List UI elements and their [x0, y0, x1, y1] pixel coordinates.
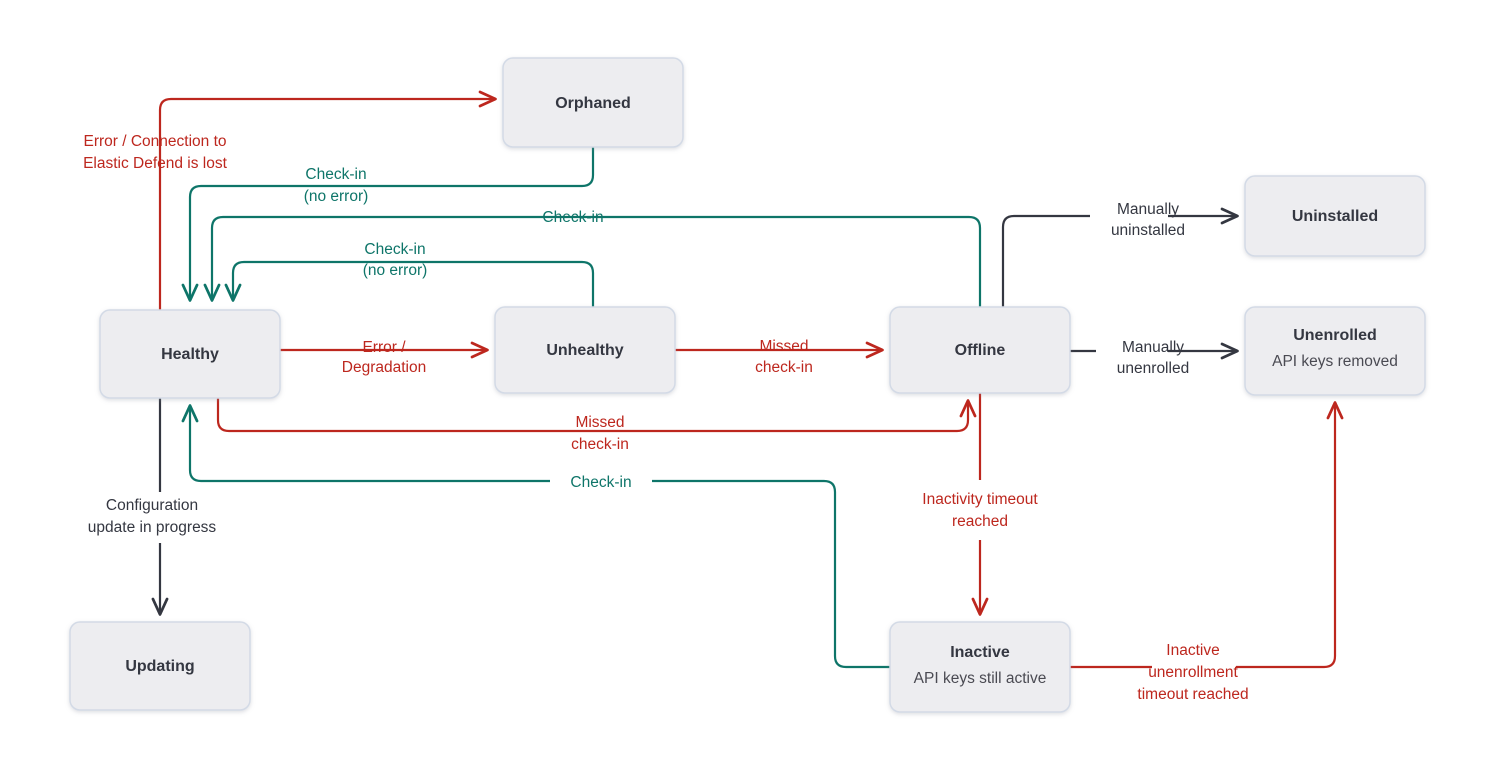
label-checkin-no-error-mid-line2: (no error) — [363, 262, 428, 279]
edge-healthy-to-orphaned — [158, 99, 495, 398]
node-inactive-rect[interactable] — [889, 621, 1071, 713]
node-offline-rect[interactable] — [889, 306, 1071, 394]
label-inactivity-timeout-line1: Inactivity timeout — [922, 491, 1038, 508]
node-inactive-sublabel: API keys still active — [914, 670, 1047, 687]
label-config-update-line1: Configuration — [106, 497, 198, 514]
node-unhealthy[interactable]: Unhealthy — [494, 306, 676, 394]
label-missed-checkin-unhealthy-line1: Missed — [759, 338, 808, 355]
label-missed-checkin-healthy-line2: check-in — [571, 436, 629, 453]
edge-healthy-to-offline — [216, 398, 968, 433]
node-inactive-label: Inactive — [950, 644, 1010, 661]
label-error-connection-lost-line2: Elastic Defend is lost — [83, 155, 228, 172]
node-orphaned-label: Orphaned — [555, 95, 631, 112]
label-inactivity-timeout-line2: reached — [952, 513, 1008, 530]
edge-offline-to-uninstalled — [1001, 214, 1090, 307]
node-offline[interactable]: Offline — [889, 306, 1071, 394]
label-checkin-inactive: Check-in — [570, 474, 631, 491]
node-orphaned[interactable]: Orphaned — [502, 57, 684, 148]
node-healthy-rect[interactable] — [99, 309, 281, 399]
edge-inactive-to-unenrolled-head — [1236, 403, 1335, 669]
label-manually-unenrolled-line2: unenrolled — [1117, 360, 1189, 377]
node-unhealthy-rect[interactable] — [494, 306, 676, 394]
node-unenrolled-rect[interactable] — [1244, 306, 1426, 396]
node-updating[interactable]: Updating — [69, 621, 251, 711]
label-checkin-no-error-mid-line1: Check-in — [364, 241, 425, 258]
node-unenrolled[interactable]: Unenrolled API keys removed — [1244, 306, 1426, 396]
node-offline-label: Offline — [955, 342, 1006, 359]
node-updating-label: Updating — [125, 658, 194, 675]
node-updating-rect[interactable] — [69, 621, 251, 711]
node-uninstalled-label: Uninstalled — [1292, 208, 1378, 225]
label-manually-uninstalled-line1: Manually — [1117, 201, 1179, 218]
label-checkin-offline: Check-in — [542, 209, 603, 226]
label-error-degradation-line1: Error / — [362, 339, 406, 356]
node-healthy-label: Healthy — [161, 346, 219, 363]
label-manually-uninstalled-line2: uninstalled — [1111, 222, 1185, 239]
node-inactive[interactable]: Inactive API keys still active — [889, 621, 1071, 713]
label-inactive-unenrollment-line1: Inactive — [1166, 642, 1219, 659]
label-config-update-line2: update in progress — [88, 519, 217, 536]
label-error-connection-lost-line1: Error / Connection to — [83, 133, 226, 150]
node-unenrolled-sublabel: API keys removed — [1272, 353, 1398, 370]
node-uninstalled-rect[interactable] — [1244, 175, 1426, 257]
edge-offline-to-healthy — [212, 215, 982, 307]
node-unhealthy-label: Unhealthy — [546, 342, 623, 359]
label-missed-checkin-unhealthy-line2: check-in — [755, 359, 813, 376]
edge-inactive-to-healthy-head — [190, 406, 550, 483]
label-error-degradation-line2: Degradation — [342, 359, 426, 376]
node-unenrolled-label: Unenrolled — [1293, 327, 1377, 344]
node-uninstalled[interactable]: Uninstalled — [1244, 175, 1426, 257]
node-healthy[interactable]: Healthy — [99, 309, 281, 399]
edge-unhealthy-to-healthy — [233, 260, 595, 307]
label-manually-unenrolled-line1: Manually — [1122, 339, 1184, 356]
label-checkin-no-error-top-line1: Check-in — [305, 166, 366, 183]
label-missed-checkin-healthy-line1: Missed — [575, 414, 624, 431]
edge-orphaned-to-healthy — [190, 147, 595, 300]
label-inactive-unenrollment-line3: timeout reached — [1137, 686, 1248, 703]
label-checkin-no-error-top-line2: (no error) — [304, 188, 369, 205]
node-orphaned-rect[interactable] — [502, 57, 684, 148]
edge-inactive-to-healthy — [652, 479, 890, 669]
label-inactive-unenrollment-line2: unenrollment — [1148, 664, 1238, 681]
